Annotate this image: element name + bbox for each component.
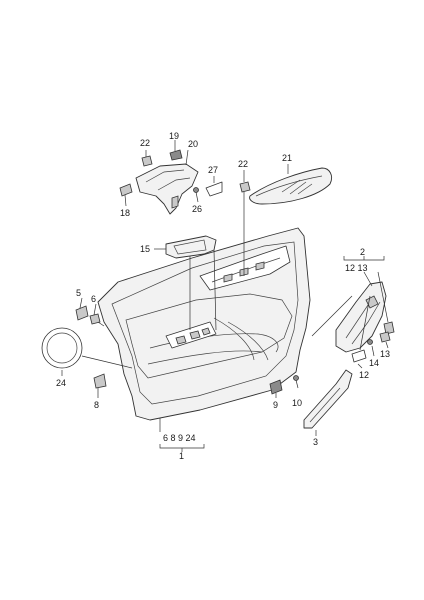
- callout-20: 20: [188, 139, 198, 149]
- speaker-ring-24: [41, 327, 83, 369]
- callout-13: 13: [380, 349, 390, 359]
- callout-2: 2: [360, 247, 365, 257]
- trim-bar-3: [303, 369, 353, 429]
- callout-14: 14: [369, 358, 379, 368]
- clip-5: [75, 305, 89, 321]
- clip-9: [269, 379, 283, 395]
- callout-2-subparts: 12 13: [345, 263, 368, 273]
- clip-8: [93, 373, 107, 389]
- handle-cover-15: [165, 235, 217, 259]
- callout-3: 3: [313, 437, 318, 447]
- clip-22-right: [239, 181, 251, 193]
- callout-5: 5: [76, 288, 81, 298]
- clip-19: [169, 149, 183, 161]
- callout-24: 24: [56, 378, 66, 388]
- callout-19: 19: [169, 131, 179, 141]
- callout-1-subparts: 6 8 9 24: [163, 433, 196, 443]
- clip-13-upper: [383, 321, 395, 335]
- callout-12: 12: [359, 370, 369, 380]
- callout-27: 27: [208, 165, 218, 175]
- callout-8: 8: [94, 400, 99, 410]
- side-bracket-2: [335, 281, 387, 353]
- leader-lines: [61, 140, 389, 452]
- callout-21: 21: [282, 153, 292, 163]
- clip-12: [351, 349, 367, 363]
- screw-26: [193, 187, 199, 193]
- callout-10: 10: [292, 398, 302, 408]
- callout-18: 18: [120, 208, 130, 218]
- callout-22-right: 22: [238, 159, 248, 169]
- callout-26: 26: [192, 204, 202, 214]
- trim-strip-21: [249, 167, 333, 205]
- clip-22-left: [141, 155, 153, 167]
- callout-9: 9: [273, 400, 278, 410]
- callout-22-left: 22: [140, 138, 150, 148]
- callout-15: 15: [140, 244, 150, 254]
- callout-1: 1: [179, 451, 184, 461]
- callout-6: 6: [91, 294, 96, 304]
- callout-labels: 1 6 8 9 24 2 12 13 3 5 6 8 9 10 12 13 14…: [56, 131, 390, 461]
- door-trim-panel: [97, 227, 311, 421]
- clip-6: [89, 313, 101, 325]
- cover-27: [205, 181, 223, 197]
- clip-13-lower: [379, 331, 391, 343]
- clip-18: [119, 183, 133, 197]
- handle-bracket-20: [135, 163, 199, 215]
- screw-14: [367, 339, 373, 345]
- screw-10: [293, 375, 299, 389]
